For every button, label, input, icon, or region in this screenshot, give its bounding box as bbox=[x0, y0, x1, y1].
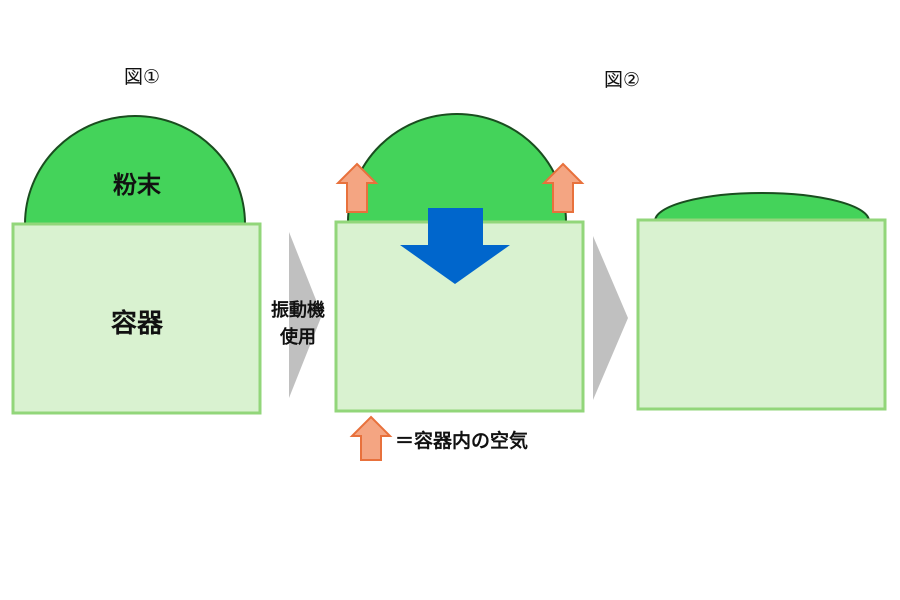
up-arrow-icon bbox=[541, 162, 585, 213]
up-arrow-icon bbox=[335, 162, 379, 213]
powder-label: 粉末 bbox=[113, 171, 162, 199]
chevron-right-icon bbox=[289, 232, 322, 398]
step-label-line1: 振動機 bbox=[271, 299, 325, 321]
down-arrow-icon bbox=[400, 208, 510, 284]
powder-mound bbox=[653, 192, 871, 222]
container bbox=[11, 222, 262, 415]
figure-2-label: 図② bbox=[604, 69, 640, 91]
figure-1-label: 図① bbox=[124, 66, 160, 88]
step-label-line2: 使用 bbox=[279, 327, 316, 348]
powder-mound bbox=[23, 115, 247, 225]
chevron-right-icon bbox=[593, 236, 628, 400]
air-legend-label: ＝容器内の空気 bbox=[395, 429, 528, 452]
container bbox=[636, 218, 887, 411]
powder-mound bbox=[346, 113, 568, 223]
container-label: 容器 bbox=[111, 308, 164, 339]
up-arrow-icon bbox=[349, 415, 393, 461]
